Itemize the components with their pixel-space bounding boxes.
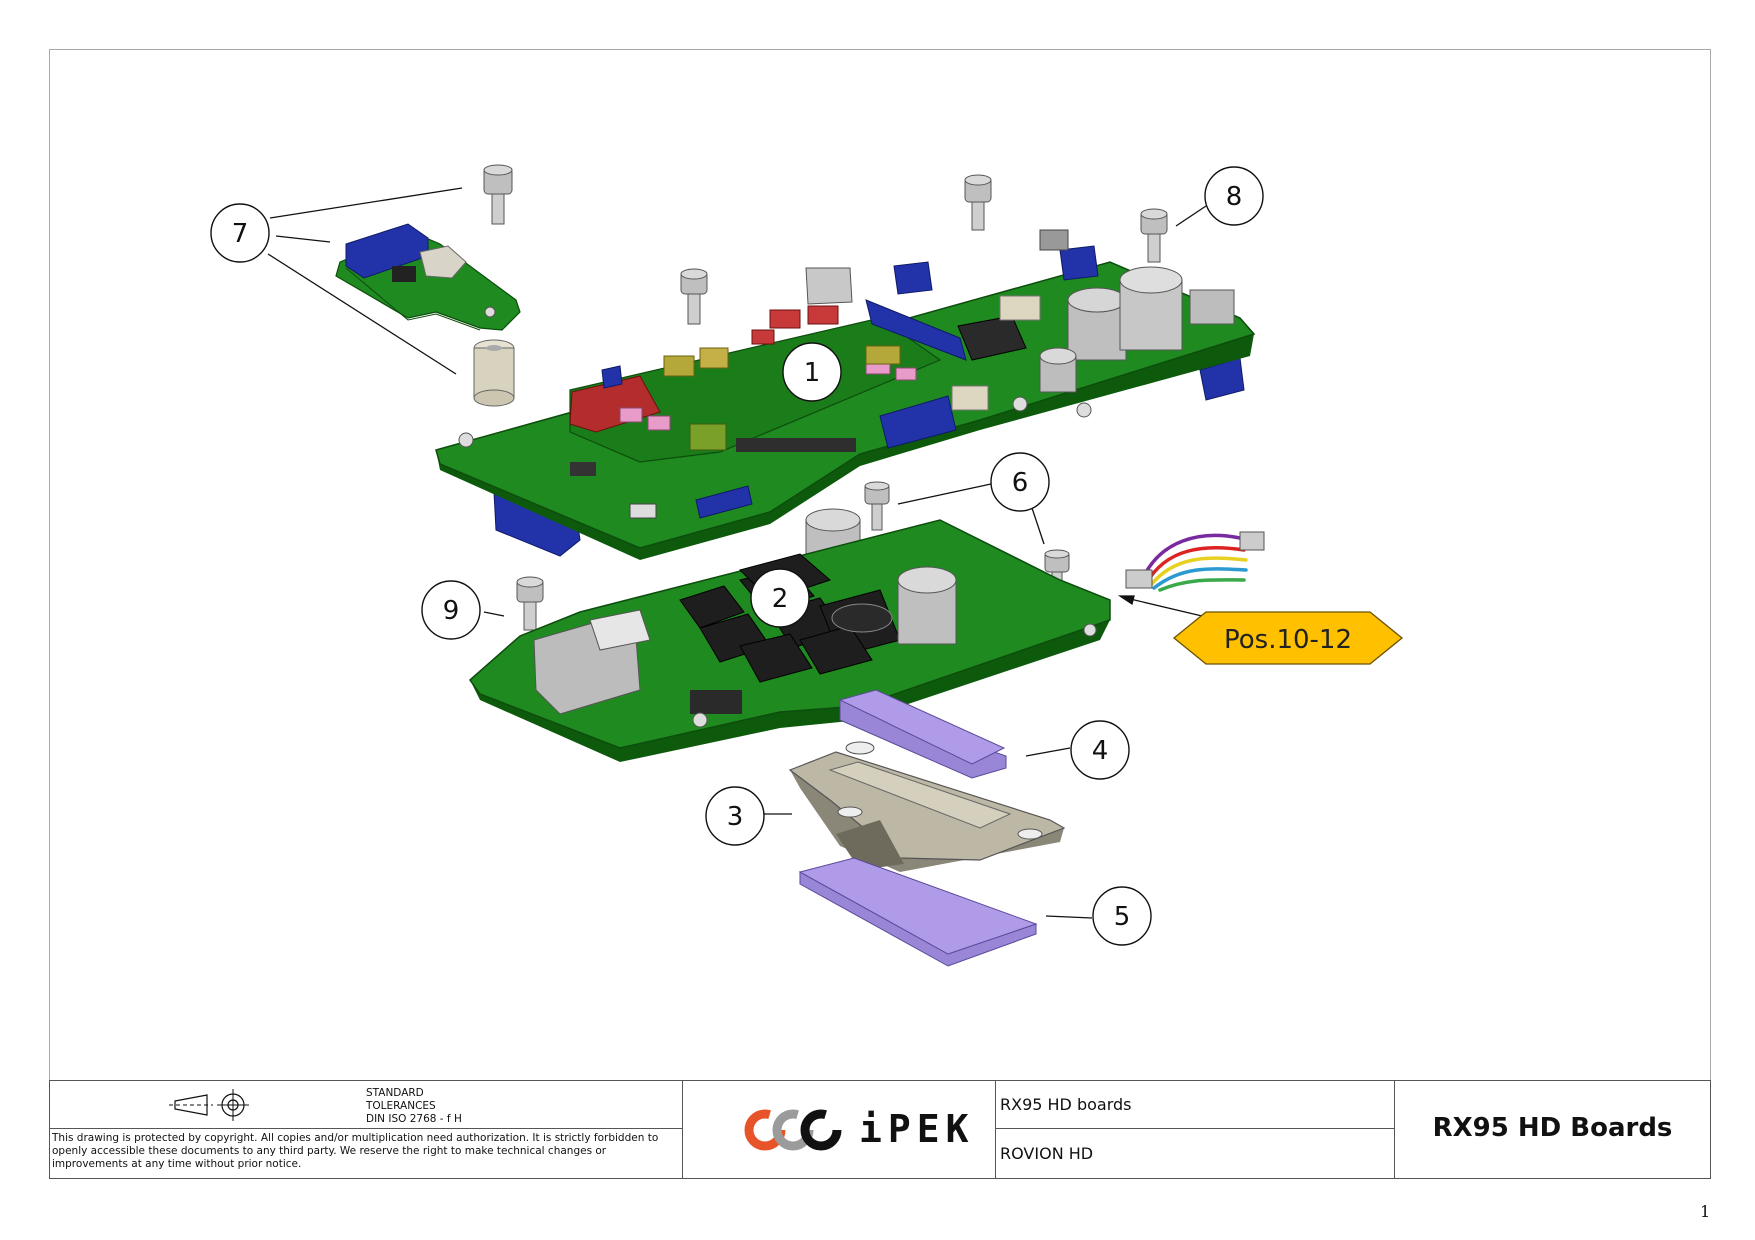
tolerance-line-2: TOLERANCES [366, 1100, 436, 1112]
tolerance-text: STANDARD TOLERANCES DIN ISO 2768 - f H [366, 1087, 462, 1126]
callout-8-label: 8 [1226, 182, 1243, 212]
part-5-thermal-pad [798, 857, 1038, 967]
position-tag: Pos.10-12 [1172, 611, 1404, 665]
callout-5: 5 [1092, 886, 1152, 946]
copyright-notice: This drawing is protected by copyright. … [52, 1132, 659, 1170]
callout-4: 4 [1070, 720, 1130, 780]
callout-3-label: 3 [727, 802, 744, 832]
part-7-small-board [335, 223, 521, 331]
part-2-power-board [468, 519, 1111, 762]
spacer-sleeve [473, 339, 515, 407]
callout-5-label: 5 [1114, 902, 1131, 932]
callout-7: 7 [210, 203, 270, 263]
drawing-title: RX95 HD Boards [1394, 1081, 1710, 1178]
callout-9: 9 [421, 580, 481, 640]
description-cell: RX95 HD boards [996, 1081, 1394, 1129]
position-tag-label: Pos.10-12 [1224, 625, 1352, 655]
callout-9-label: 9 [443, 596, 460, 626]
logo-cell: iPEK [682, 1081, 996, 1178]
part-3-heat-sink [788, 741, 1066, 872]
callout-6-label: 6 [1012, 468, 1029, 498]
callout-1-label: 1 [804, 358, 821, 388]
title-block: STANDARD TOLERANCES DIN ISO 2768 - f H T… [49, 1080, 1711, 1179]
logo-text: iPEK [859, 1107, 975, 1151]
callouts: 7 8 1 6 2 9 4 3 5 [210, 166, 1264, 946]
ipek-logo-icon [744, 1109, 842, 1151]
cable-assembly [1125, 531, 1265, 592]
callout-6: 6 [990, 452, 1050, 512]
title-block-tolerance-cell: STANDARD TOLERANCES DIN ISO 2768 - f H [50, 1081, 682, 1129]
callout-8: 8 [1204, 166, 1264, 226]
part-1-main-board [435, 229, 1256, 560]
projection-symbol-icon [169, 1089, 249, 1121]
callout-2-label: 2 [772, 584, 789, 614]
screws [483, 164, 1168, 631]
callout-3: 3 [705, 786, 765, 846]
callout-1: 1 [782, 342, 842, 402]
sheet-number: 1 [1700, 1202, 1711, 1221]
product-cell: ROVION HD [1000, 1144, 1094, 1163]
callout-7-label: 7 [232, 219, 249, 249]
part-4-thermal-pad [838, 689, 1007, 779]
tolerance-line-1: STANDARD [366, 1087, 424, 1099]
leader-lines [267, 187, 1207, 919]
tolerance-line-3: DIN ISO 2768 - f H [366, 1113, 462, 1125]
callout-2: 2 [750, 568, 810, 628]
callout-4-label: 4 [1092, 736, 1109, 766]
